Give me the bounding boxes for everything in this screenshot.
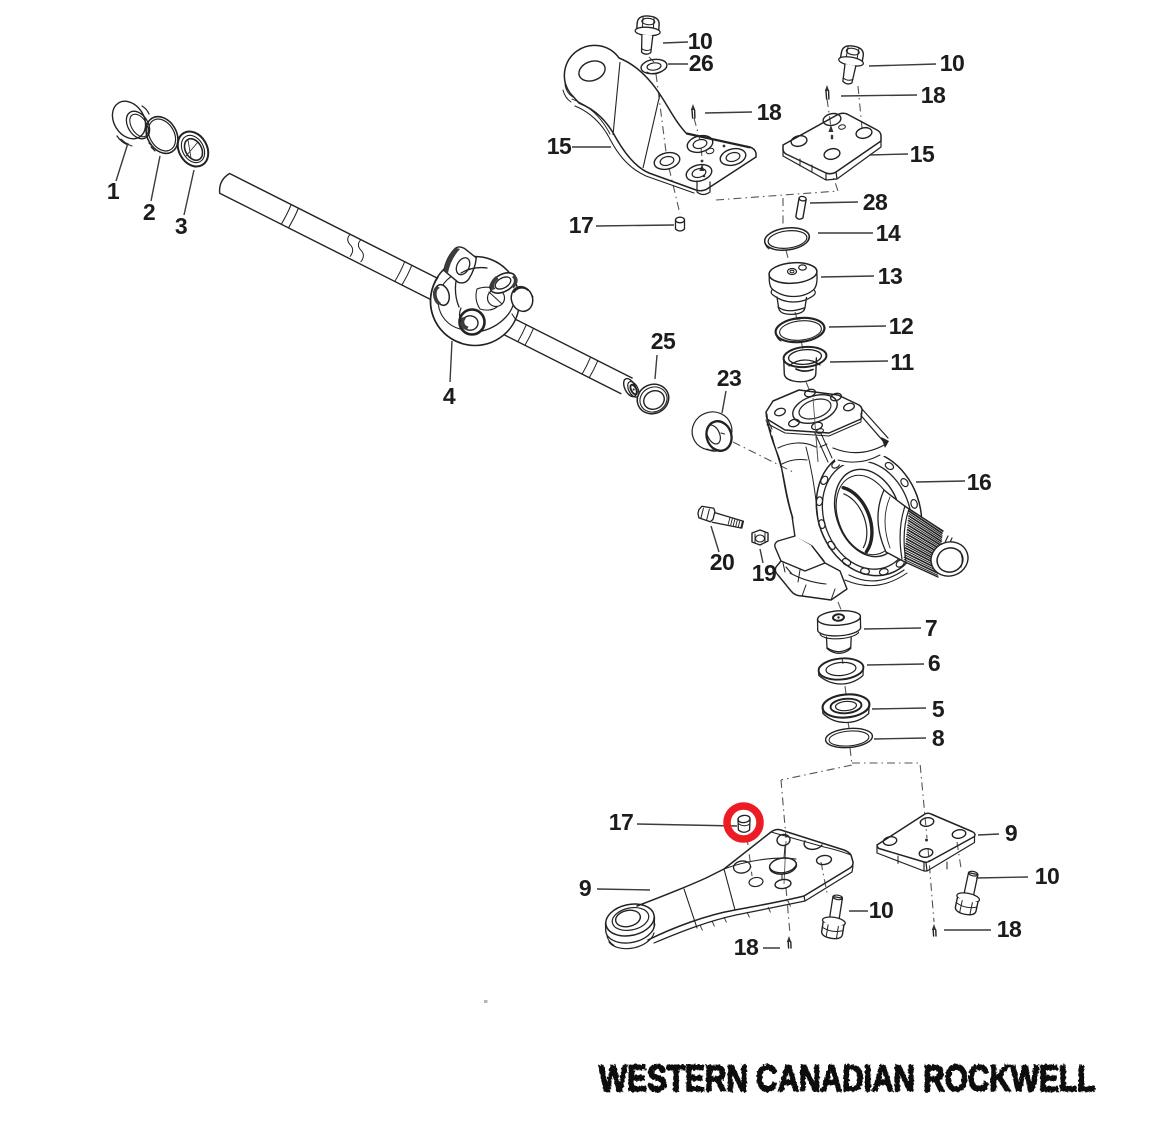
svg-text:10: 10 bbox=[940, 50, 965, 76]
svg-text:10: 10 bbox=[688, 28, 713, 54]
svg-text:18: 18 bbox=[921, 82, 946, 108]
svg-text:19: 19 bbox=[752, 560, 777, 586]
svg-text:6: 6 bbox=[928, 650, 940, 676]
svg-text:10: 10 bbox=[1035, 863, 1060, 889]
svg-text:WESTERN CANADIAN ROCKWELL: WESTERN CANADIAN ROCKWELL bbox=[599, 1059, 1095, 1100]
svg-text:25: 25 bbox=[651, 328, 676, 354]
svg-text:18: 18 bbox=[757, 99, 782, 125]
svg-text:9: 9 bbox=[1005, 820, 1017, 846]
svg-text:28: 28 bbox=[863, 189, 888, 215]
svg-text:12: 12 bbox=[889, 313, 914, 339]
svg-text:23: 23 bbox=[717, 365, 742, 391]
svg-text:2: 2 bbox=[143, 199, 155, 225]
svg-text:15: 15 bbox=[547, 133, 572, 159]
svg-text:10: 10 bbox=[869, 897, 894, 923]
svg-text:11: 11 bbox=[890, 349, 914, 375]
svg-text:18: 18 bbox=[997, 916, 1022, 942]
svg-text:17: 17 bbox=[609, 809, 634, 835]
svg-text:17: 17 bbox=[569, 212, 594, 238]
svg-text:1: 1 bbox=[107, 178, 120, 204]
svg-text:13: 13 bbox=[878, 263, 903, 289]
svg-text:3: 3 bbox=[175, 213, 187, 239]
svg-text:15: 15 bbox=[910, 141, 935, 167]
svg-text:7: 7 bbox=[925, 615, 937, 641]
svg-text:26: 26 bbox=[689, 50, 714, 76]
svg-text:20: 20 bbox=[710, 549, 735, 575]
svg-text:5: 5 bbox=[932, 696, 945, 722]
svg-text:9: 9 bbox=[579, 875, 591, 901]
svg-text:16: 16 bbox=[967, 469, 992, 495]
svg-text:14: 14 bbox=[876, 220, 901, 246]
svg-text:8: 8 bbox=[932, 725, 945, 751]
svg-text:4: 4 bbox=[443, 383, 456, 409]
svg-text:18: 18 bbox=[734, 934, 759, 960]
